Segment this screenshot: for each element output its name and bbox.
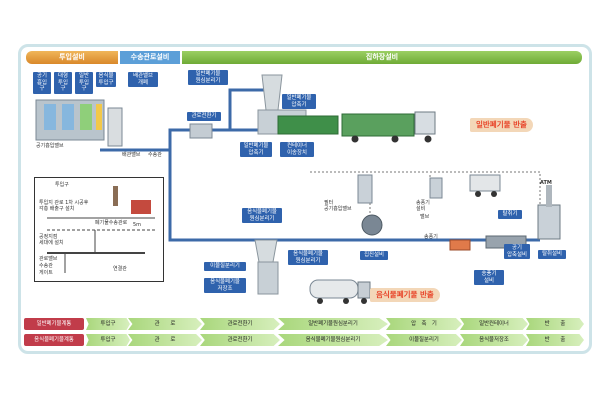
- transport-valve-unit: [189, 123, 213, 139]
- flow-row-general: 일반폐기물계통 투입구 관 로 관로전환기 일반폐기물원심분리기 압 축 기 일…: [24, 318, 584, 330]
- flow-step: 이물질분리기: [386, 334, 462, 346]
- flow-step: 투입구: [86, 318, 130, 330]
- flow-step: 반 출: [526, 334, 584, 346]
- exhaust-unit: [537, 204, 561, 240]
- label-apt-inlet: 공기 흡입구: [33, 72, 51, 94]
- text-tower: ATM: [540, 180, 552, 186]
- inset-item-note: 투입지 관로 1차 시공후 각층 배출구 설치: [39, 200, 89, 212]
- filter-stack: [357, 174, 373, 204]
- label-air-compressor: 공기 압축설비: [504, 244, 530, 259]
- inset-item-connector: 연결관: [113, 266, 127, 272]
- general-separator-tower: [261, 74, 283, 111]
- text-pipe-valve: 배관밸브: [122, 152, 141, 158]
- label-container-press: 컨테이너 이송장치: [280, 142, 314, 157]
- flow-step: 투입구: [86, 334, 130, 346]
- pipe-main-lower: [100, 148, 230, 242]
- food-tanker-tank: [309, 279, 359, 299]
- label-general-press: 일반폐기물 압축기: [240, 142, 272, 157]
- flow-row-food-head: 음식물폐기물계통: [24, 334, 84, 346]
- blower-stack: [429, 177, 443, 199]
- air-return-line: [310, 171, 541, 220]
- label-food-storage: 음식물폐기물 저장조: [204, 278, 246, 293]
- label-deodorizer: 탈취기: [498, 210, 522, 219]
- label-general-separator: 일반폐기물 원심분리기: [188, 70, 228, 85]
- label-large-inlet: 대형 투입구: [54, 72, 72, 94]
- flow-step: 음식물폐기물원심분리기: [278, 334, 388, 346]
- food-separator-cone: [254, 239, 278, 263]
- inset-drawing: [47, 186, 155, 273]
- section-transport: 수송관로설비: [120, 51, 180, 64]
- dust-filter-unit: [361, 214, 383, 236]
- exhaust-tower: [546, 185, 552, 207]
- flow-step: 관 로: [128, 334, 202, 346]
- flow-step: 압 축 기: [386, 318, 462, 330]
- inlet-detail-inset: 투입구 투입지 관로 1차 시공후 각층 배출구 설치 폐기물수송관로 공정지점…: [34, 177, 164, 282]
- discharge-valve-unit: [107, 107, 123, 147]
- inset-item-tube: 수송관: [39, 263, 53, 269]
- label-food-separator: 음식물폐기물 원심분리기: [242, 208, 282, 223]
- flow-row-food: 음식물폐기물계통 투입구 관 로 관로전환기 음식물폐기물원심분리기 이물질분리…: [24, 334, 584, 346]
- air-compressor-unit: [449, 239, 471, 251]
- flow-step: 반 출: [526, 318, 584, 330]
- section-collection: 집하장설비: [182, 51, 582, 64]
- label-exhaust: 탈취설비: [538, 250, 566, 259]
- flow-step: 음식물저장조: [460, 334, 528, 346]
- text-inlet-station: 공기흡입밸브: [36, 143, 64, 149]
- flow-step: 일반컨테이너: [460, 318, 528, 330]
- flow-step: 관 로: [128, 318, 202, 330]
- text-filter-stack: 필터 공기흡입밸브: [324, 200, 352, 212]
- text-blower-small: 송풍기 설비: [416, 200, 430, 212]
- label-transport-valve: 관로전환기: [187, 112, 221, 121]
- label-food-grinder: 음식물폐기물 원심분리기: [288, 250, 328, 265]
- tanker-tank: [469, 174, 501, 192]
- inset-item-inlet: 투입구: [55, 182, 69, 188]
- flow-row-general-head: 일반폐기물계통: [24, 318, 84, 330]
- flow-step: 관로전환기: [200, 334, 280, 346]
- label-blower: 송풍기 설비: [474, 270, 504, 285]
- label-dust-filter: 집진설비: [360, 251, 388, 260]
- text-valve-sub: 밸브: [420, 214, 430, 220]
- truck-cab: [414, 111, 436, 135]
- inset-person: [113, 186, 118, 206]
- inset-item-valve: 관로밸브: [39, 256, 58, 262]
- inset-bin: [131, 200, 151, 214]
- truck-container: [341, 113, 415, 137]
- label-general-compactor: 일반폐기물 압축기: [282, 94, 316, 109]
- label-food-inlet: 음식물 투입구: [96, 72, 116, 87]
- input-station: [35, 99, 105, 141]
- label-food-dehydrator: 이물질분리기: [204, 262, 246, 271]
- section-input: 투입설비: [26, 51, 118, 64]
- flow-step: 일반폐기물원심분리기: [278, 318, 388, 330]
- food-tanker-cab: [357, 281, 371, 299]
- green-container: [277, 115, 339, 135]
- inset-distance: 5m: [133, 222, 142, 228]
- inset-item-point: 공정지점 세대에 설치: [39, 234, 64, 246]
- text-silencer: 송풍기: [424, 234, 438, 240]
- label-general-inlet: 일반 투입구: [75, 72, 93, 94]
- label-discharge-valve: 배관밸브 개폐: [128, 72, 158, 87]
- tag-general-out: 일반폐기물 반출: [470, 118, 533, 132]
- inset-item-gate: 게이트: [39, 270, 53, 276]
- text-transport-pipe: 수송관: [148, 152, 162, 158]
- tag-food-out: 음식물폐기물 반출: [370, 288, 440, 302]
- flow-step: 관로전환기: [200, 318, 280, 330]
- food-storage-tank: [257, 261, 279, 295]
- inset-item-pipe: 폐기물수송관로: [95, 220, 128, 226]
